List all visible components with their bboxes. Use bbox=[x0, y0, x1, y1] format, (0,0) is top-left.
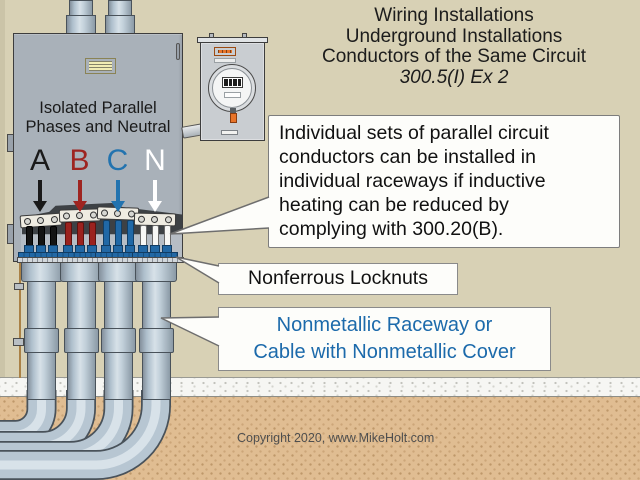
raceway-coupling bbox=[138, 328, 174, 353]
phase-label-c: C bbox=[106, 144, 129, 177]
note-line: individual raceways if inductive bbox=[279, 170, 546, 192]
top-conduit-adapter bbox=[66, 15, 96, 34]
phase-arrow-a-icon bbox=[38, 180, 42, 201]
note-line: Individual sets of parallel circuit bbox=[279, 122, 549, 144]
copyright-text: Copyright 2020, www.MikeHolt.com bbox=[237, 431, 435, 445]
title-line3: Conductors of the Same Circuit bbox=[321, 46, 586, 67]
slide-title: Wiring Installations Underground Install… bbox=[280, 5, 628, 88]
panel-caption-line1: Isolated Parallel bbox=[39, 99, 157, 117]
concrete-sidewalk bbox=[0, 377, 640, 397]
phase-label-a: A bbox=[29, 144, 51, 177]
raceway-line1: Nonmetallic Raceway or bbox=[276, 314, 493, 336]
raceway-pipe bbox=[66, 352, 96, 400]
top-conduit-riser bbox=[69, 0, 93, 16]
note-line: conductors can be installed in bbox=[279, 146, 536, 168]
raceway-bell-end bbox=[97, 262, 140, 282]
wall-edge-shade bbox=[0, 0, 5, 378]
phase-arrow-n-icon bbox=[153, 180, 157, 201]
raceway-coupling bbox=[24, 328, 59, 353]
phase-label-b: B bbox=[69, 144, 90, 177]
code-reference: 300.5(I) Ex 2 bbox=[399, 66, 509, 88]
raceway-pipe bbox=[66, 281, 96, 329]
phase-arrow-b-icon bbox=[77, 180, 82, 201]
grounding-electrode-conductor bbox=[18, 262, 21, 378]
raceway-bell-end bbox=[60, 262, 102, 282]
meter-seal-tag bbox=[230, 113, 237, 123]
raceway-bell-end bbox=[20, 262, 63, 282]
ground-wire-clamp bbox=[13, 338, 24, 346]
raceway-coupling bbox=[63, 328, 99, 353]
meter-digit-display bbox=[222, 77, 243, 88]
top-conduit-riser bbox=[108, 0, 132, 16]
meter-info-label bbox=[214, 58, 236, 63]
raceway-pipe bbox=[141, 281, 171, 329]
note-line: complying with 300.20(B). bbox=[279, 218, 504, 240]
meter-bottom-slot bbox=[221, 130, 238, 135]
meter-screw bbox=[209, 33, 214, 38]
meter-dial-face bbox=[212, 68, 252, 108]
raceway-line2: Cable with Nonmetallic Cover bbox=[253, 341, 516, 363]
raceway-callout: Nonmetallic Raceway or Cable with Nonmet… bbox=[218, 307, 551, 371]
title-line2: Underground Installations bbox=[345, 25, 563, 47]
meter-top-rail bbox=[197, 37, 268, 43]
phase-arrow-c-icon bbox=[115, 180, 120, 201]
meter-screw bbox=[242, 33, 247, 38]
top-conduit-adapter bbox=[105, 15, 135, 34]
note-line: heating can be reduced by bbox=[279, 194, 509, 216]
raceway-pipe bbox=[141, 352, 171, 400]
raceway-bell-end bbox=[135, 262, 177, 282]
panel-caption: Isolated Parallel Phases and Neutral bbox=[13, 99, 183, 137]
raceway-pipe bbox=[104, 281, 133, 329]
panel-rating-label bbox=[85, 58, 116, 74]
raceway-pipe bbox=[27, 281, 56, 329]
phase-label-n: N bbox=[144, 144, 166, 177]
warning-label bbox=[214, 47, 236, 56]
raceway-coupling bbox=[101, 328, 136, 353]
raceway-pipe bbox=[104, 352, 133, 400]
panel-bottom-flange bbox=[17, 257, 184, 263]
raceway-pipe bbox=[27, 352, 56, 400]
inductive-heating-note: Individual sets of parallel circuit cond… bbox=[268, 115, 620, 248]
locknuts-callout: Nonferrous Locknuts bbox=[218, 263, 458, 295]
ground-wire-clamp bbox=[14, 283, 24, 290]
title-line1: Wiring Installations bbox=[374, 5, 534, 26]
panel-caption-line2: Phases and Neutral bbox=[25, 118, 171, 136]
panel-slot bbox=[176, 43, 180, 60]
meter-nameplate bbox=[224, 92, 241, 98]
meter-seal-stem bbox=[230, 108, 236, 114]
